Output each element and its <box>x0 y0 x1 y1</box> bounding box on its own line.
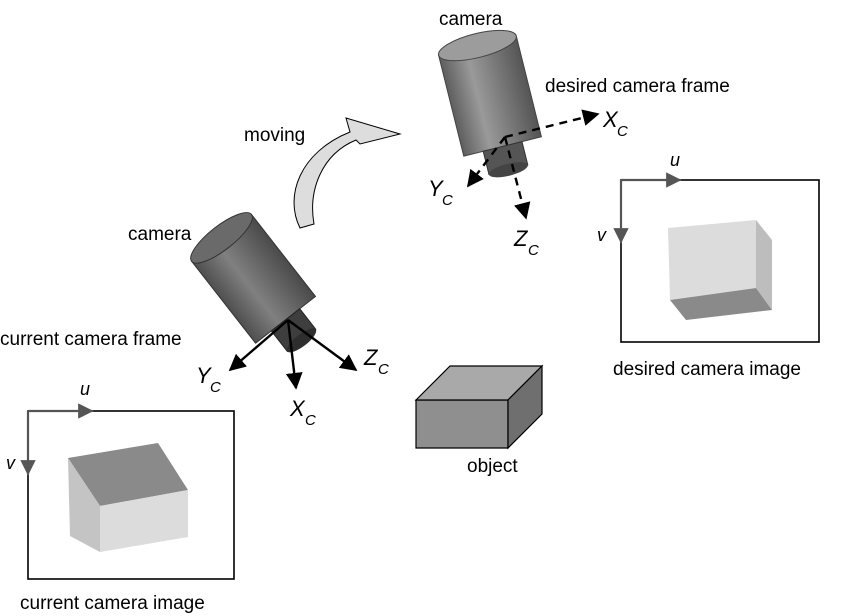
svg-text:X: X <box>289 396 306 421</box>
current-v-label: v <box>6 453 16 473</box>
svg-text:Y: Y <box>196 363 212 388</box>
desired-image-label: desired camera image <box>613 359 801 380</box>
current-image-panel <box>20 403 235 580</box>
current-frame-label: current camera frame <box>0 329 182 350</box>
moving-arrow <box>293 117 402 229</box>
svg-text:Y: Y <box>428 176 444 201</box>
desired-v-label: v <box>597 225 607 245</box>
current-y-axis-label: Y C <box>196 363 221 396</box>
svg-text:C: C <box>528 242 539 259</box>
desired-u-label: u <box>670 150 680 170</box>
svg-text:C: C <box>210 379 221 396</box>
svg-text:C: C <box>378 361 389 378</box>
desired-y-axis-label: Y C <box>428 176 453 209</box>
desired-camera <box>437 29 542 178</box>
svg-text:C: C <box>305 412 316 429</box>
moving-label: moving <box>244 125 305 146</box>
current-u-label: u <box>80 379 90 399</box>
svg-text:Z: Z <box>363 345 379 370</box>
object-box <box>414 364 544 450</box>
current-z-axis-label: Z C <box>363 345 389 378</box>
desired-frame-axes <box>466 109 600 220</box>
desired-x-axis-label: X C <box>602 107 628 140</box>
svg-text:X: X <box>602 107 619 132</box>
svg-text:C: C <box>442 192 453 209</box>
svg-text:C: C <box>617 123 628 140</box>
current-x-axis-label: X C <box>289 396 316 429</box>
current-camera-label: camera <box>128 224 192 245</box>
current-frame-axes <box>228 319 358 390</box>
desired-image-box <box>668 220 772 320</box>
current-image-box <box>68 443 188 552</box>
object-label: object <box>467 456 518 477</box>
svg-text:Z: Z <box>513 226 529 251</box>
desired-frame-label: desired camera frame <box>545 76 730 97</box>
desired-image-panel <box>613 172 820 343</box>
desired-camera-label: camera <box>439 9 503 30</box>
desired-z-axis-label: Z C <box>513 226 539 259</box>
current-camera <box>190 212 317 353</box>
current-image-label: current camera image <box>20 593 205 614</box>
